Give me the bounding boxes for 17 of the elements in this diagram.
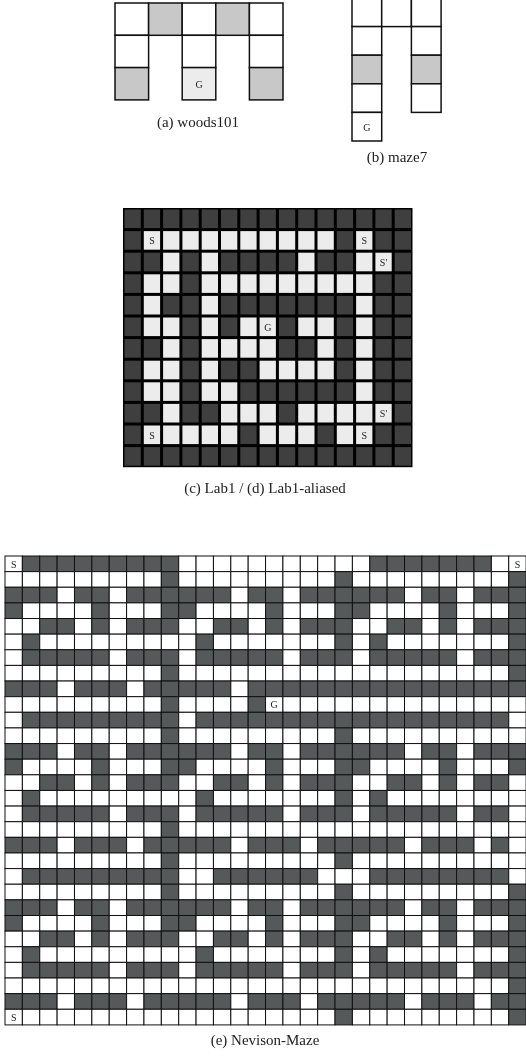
- cell-letter: S: [514, 558, 521, 570]
- cell-letter: S: [361, 429, 368, 441]
- figure-caption: (e) Nevison-Maze: [210, 1031, 320, 1049]
- cell-letter: G: [363, 121, 371, 133]
- cell-letter: G: [270, 699, 278, 710]
- figure-caption: (b) maze7: [366, 148, 428, 166]
- cell-letter: S: [10, 558, 17, 570]
- cell-letter: S: [149, 429, 155, 441]
- cell-letter: S': [379, 407, 388, 419]
- cell-letter: S: [149, 234, 155, 246]
- cell-letter: S: [361, 234, 368, 246]
- cell-letter: S': [379, 256, 388, 268]
- cell-letter: S: [10, 1011, 17, 1023]
- cell-letter: G: [264, 321, 272, 333]
- figure-caption: (a) woods101: [156, 113, 240, 131]
- cell-letter: G: [195, 78, 203, 90]
- figure-caption: (c) Lab1 / (d) Lab1-aliased: [184, 479, 346, 497]
